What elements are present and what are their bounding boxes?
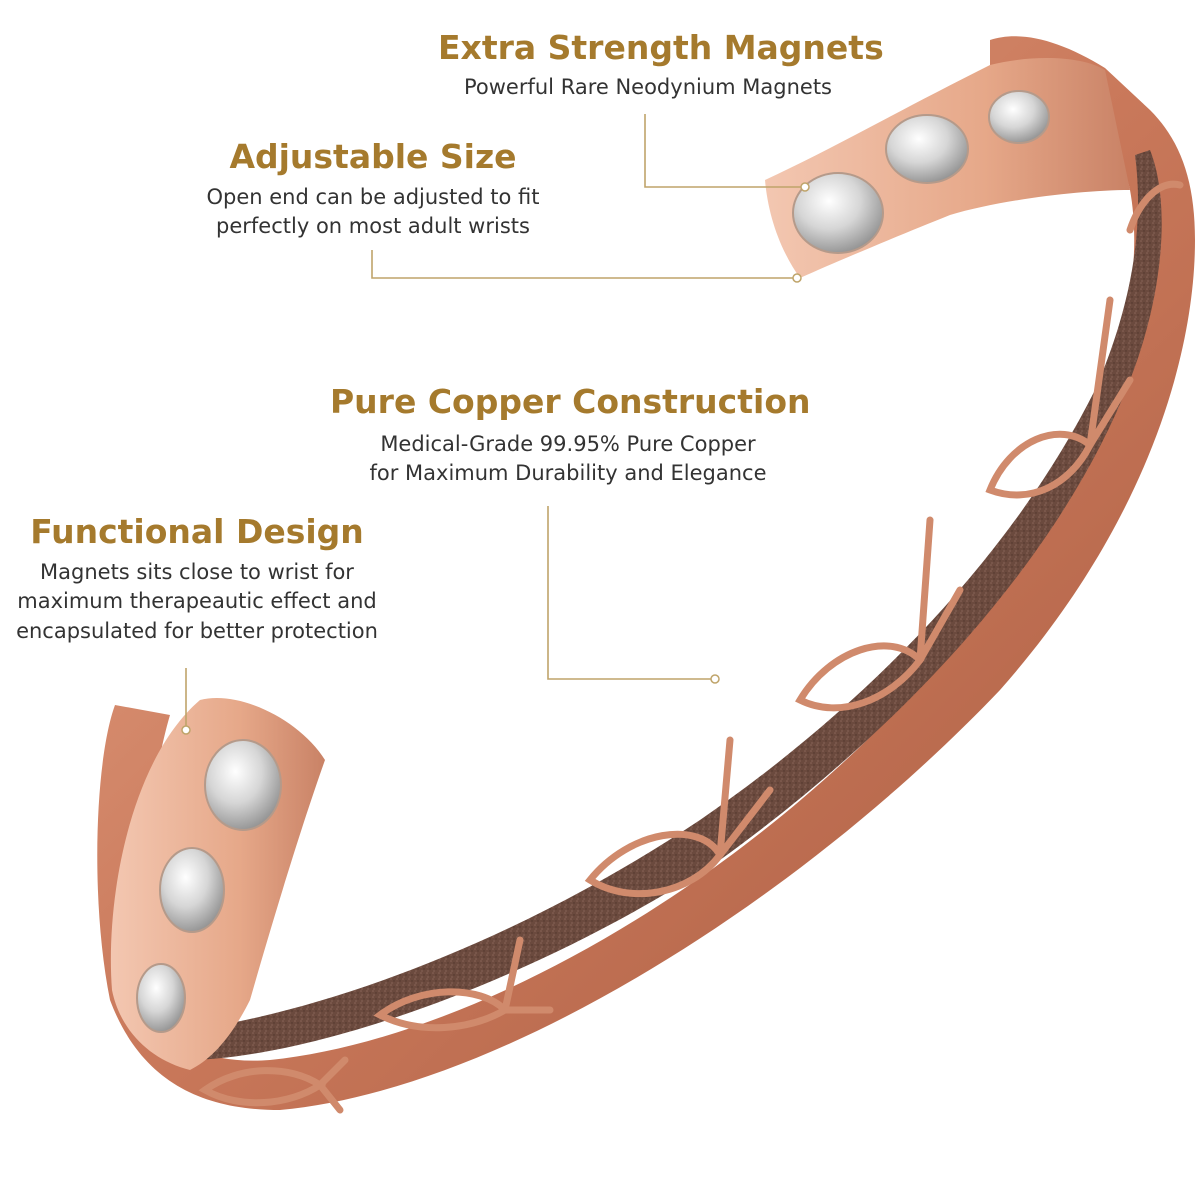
callout-description: Medical-Grade 99.95% Pure Copper for Max… [330,430,806,490]
callout-adjustable-size: Adjustable Size Open end can be adjusted… [183,137,563,242]
callout-line: Magnets sits close to wrist for [40,559,354,584]
callout-line: Powerful Rare Neodynium Magnets [463,74,832,99]
callout-pure-copper-construction: Pure Copper Construction Medical-Grade 9… [330,382,811,490]
callout-functional-design: Functional Design Magnets sits close to … [0,512,394,647]
callout-description: Magnets sits close to wrist for maximum … [0,558,394,647]
callout-title: Extra Strength Magnets [438,28,884,67]
callout-title: Pure Copper Construction [330,382,811,421]
callout-line: maximum therapeautic effect and [17,589,377,614]
callout-line: perfectly on most adult wrists [216,214,530,239]
leader-lines [185,114,805,730]
callout-line: Open end can be adjusted to fit [206,184,540,209]
callout-extra-strength-magnets: Extra Strength Magnets Powerful Rare Neo… [438,28,884,103]
callout-line: for Maximum Durability and Elegance [369,461,767,486]
callout-title: Functional Design [30,512,364,551]
callout-description: Powerful Rare Neodynium Magnets [438,73,858,103]
callout-line: encapsulated for better protection [16,619,378,644]
callout-title: Adjustable Size [229,137,517,176]
callout-description: Open end can be adjusted to fit perfectl… [183,183,563,243]
callout-line: Medical-Grade 99.95% Pure Copper [380,431,756,456]
